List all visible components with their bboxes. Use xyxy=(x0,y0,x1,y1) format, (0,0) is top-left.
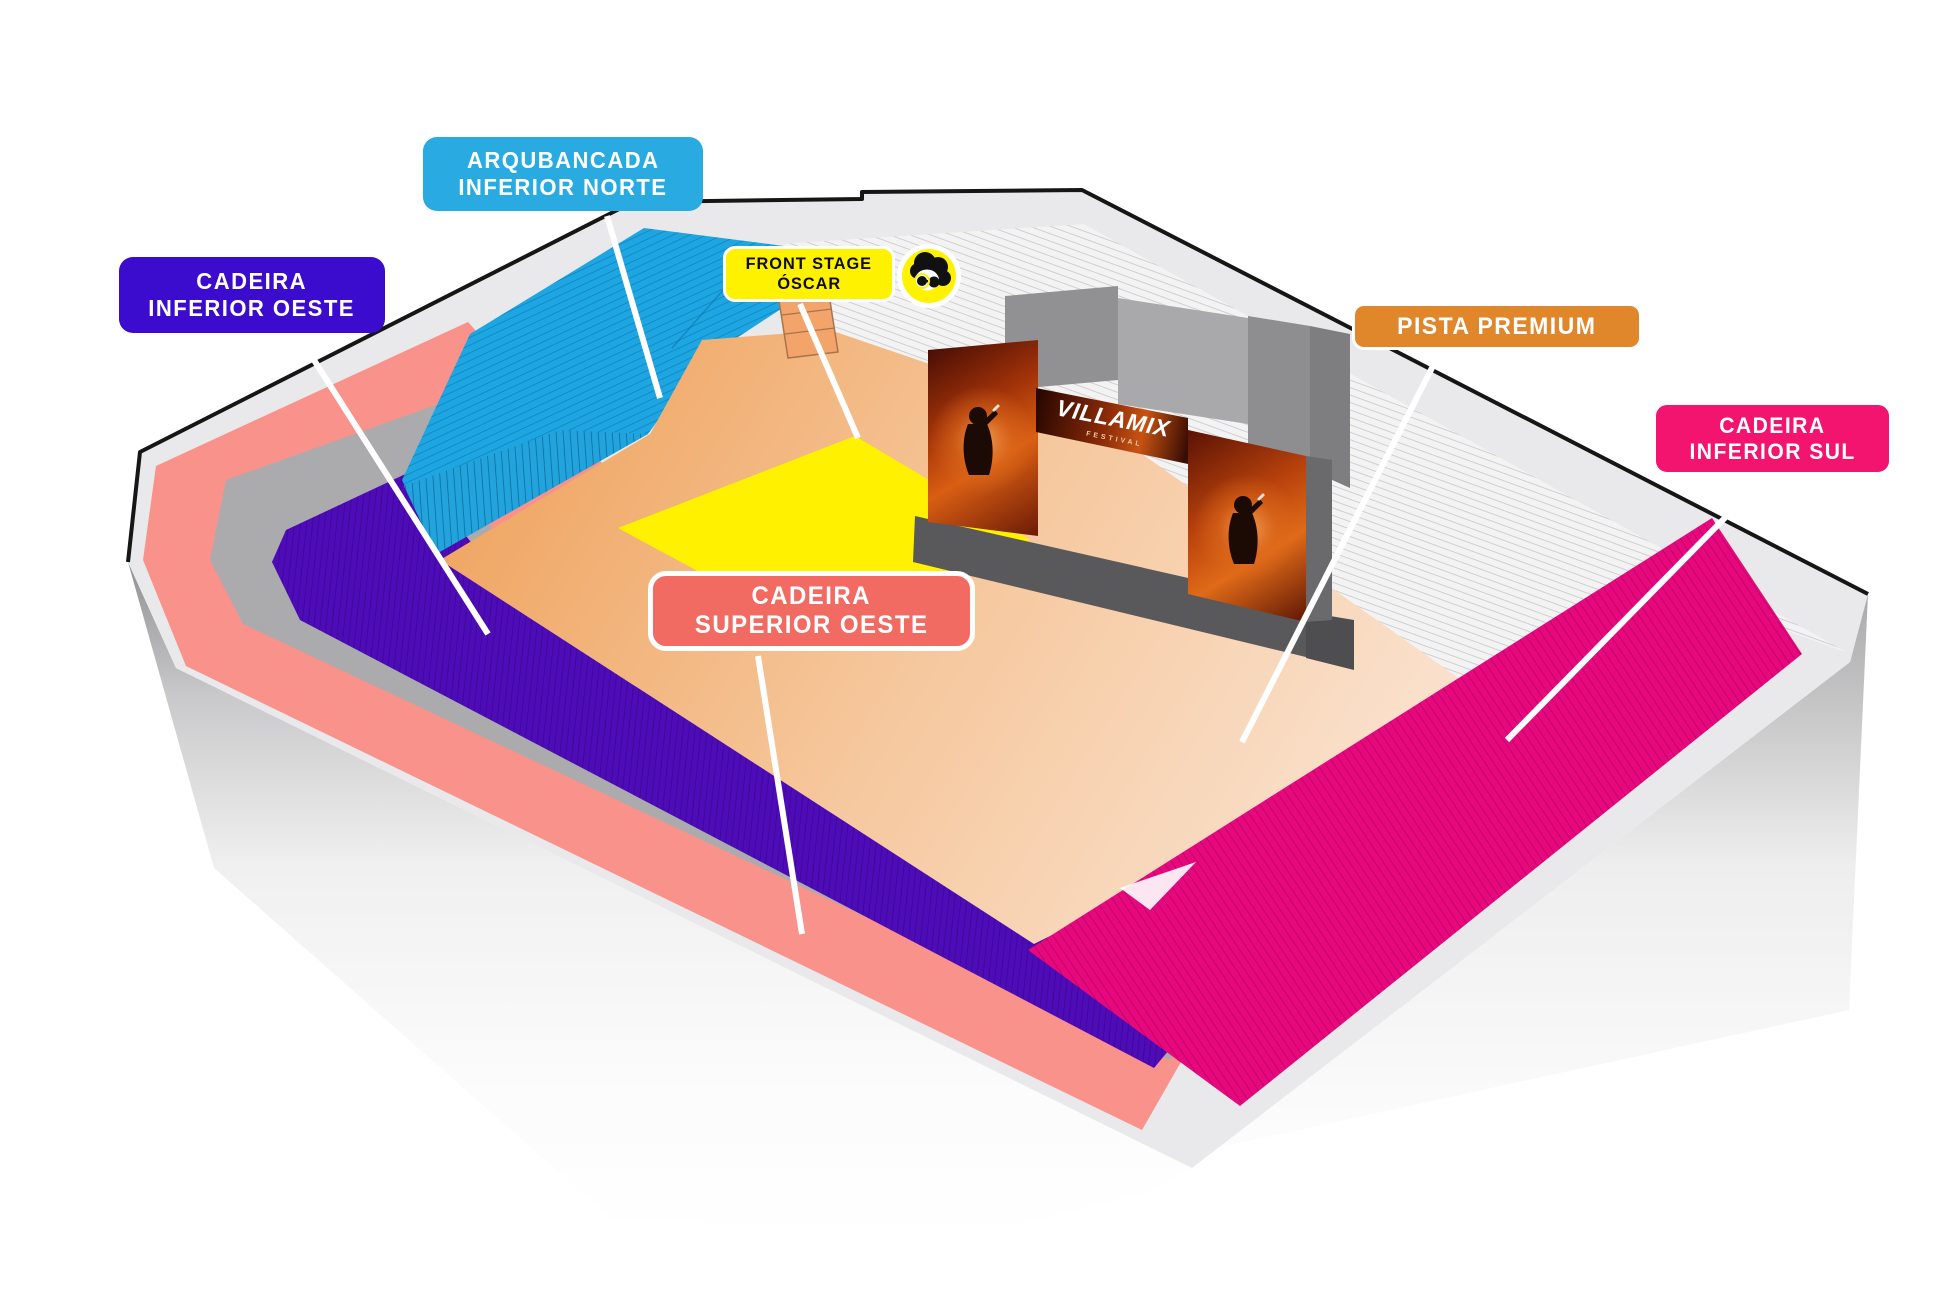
stadium-outline xyxy=(126,188,1869,596)
label-line: CADEIRA xyxy=(196,268,308,295)
stadium-outer-wall-southwest xyxy=(128,562,1192,1238)
stage-back-tower-right-side xyxy=(1310,326,1350,488)
label-line: CADEIRA xyxy=(1719,412,1826,438)
label-front-stage-oscar[interactable]: FRONT STAGE ÓSCAR xyxy=(723,246,895,302)
leader-arquibancada xyxy=(604,215,663,399)
stands-gap-detail xyxy=(1120,862,1196,910)
stage-base-platform xyxy=(913,516,1312,658)
label-cadeira-inferior-oeste[interactable]: CADEIRA INFERIOR OESTE xyxy=(119,257,385,333)
label-arquibancada-inferior-norte[interactable]: ARQUBANCADA INFERIOR NORTE xyxy=(423,137,703,211)
label-line: ARQUBANCADA xyxy=(466,147,660,174)
leader-front-stage xyxy=(797,302,861,440)
stage-base-platform-right xyxy=(1306,612,1354,670)
label-line: INFERIOR OESTE xyxy=(148,295,356,321)
stadium-outer-wall-southeast xyxy=(1154,594,1868,1190)
label-cadeira-inferior-sul[interactable]: CADEIRA INFERIOR SUL xyxy=(1653,402,1892,475)
leader-cadeira-inferior-sul xyxy=(1504,477,1765,743)
label-cadeira-superior-oeste[interactable]: CADEIRA SUPERIOR OESTE xyxy=(648,571,975,651)
stage-back-tower-right xyxy=(1248,316,1310,470)
label-line: SUPERIOR OESTE xyxy=(694,611,929,639)
arquibancada-front-riser xyxy=(404,430,648,554)
stage-screen-right-side xyxy=(1306,456,1332,622)
label-pista-premium[interactable]: PISTA PREMIUM xyxy=(1352,303,1642,350)
oscar-mascot-icon xyxy=(897,244,961,308)
villamix-banner xyxy=(1036,388,1188,464)
leader-pista-premium xyxy=(1239,354,1441,744)
leader-cadeira-inferior-oeste xyxy=(297,336,491,636)
section-cadeira-inferior-sul[interactable] xyxy=(1028,518,1802,1106)
label-line: ÓSCAR xyxy=(777,274,841,293)
leader-cadeira-superior-oeste xyxy=(755,655,805,935)
stage: VILLAMIX FESTIVAL xyxy=(913,286,1354,670)
label-line: PISTA PREMIUM xyxy=(1397,312,1597,340)
label-line: CADEIRA xyxy=(751,582,872,610)
label-leader-lines xyxy=(297,215,1765,935)
stage-back-center xyxy=(1118,298,1248,424)
section-cadeira-inferior-oeste[interactable] xyxy=(272,470,1214,1068)
label-line: INFERIOR SUL xyxy=(1689,438,1856,464)
label-line: FRONT STAGE xyxy=(745,254,873,274)
label-line: INFERIOR NORTE xyxy=(458,174,668,200)
